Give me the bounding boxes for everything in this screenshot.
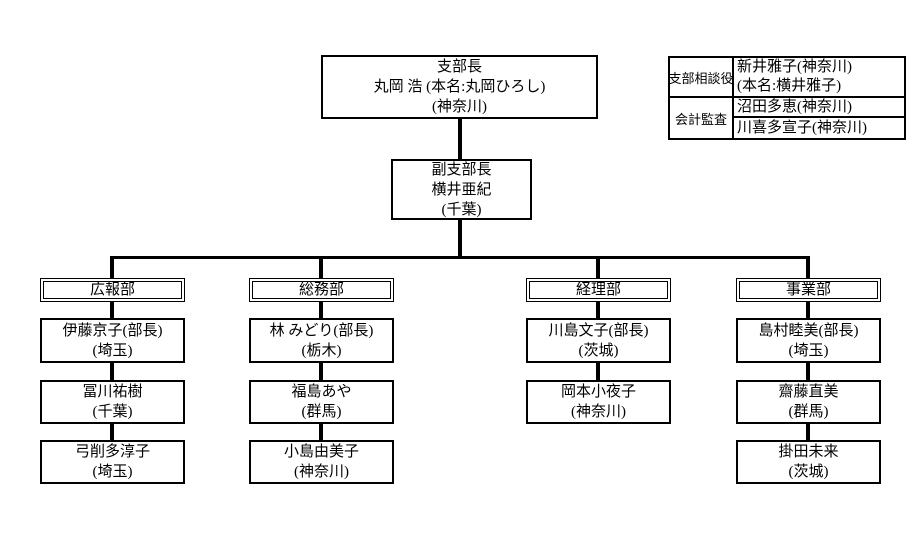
member-prefecture: (茨城) (788, 464, 829, 480)
chairman-name: 丸岡 浩 (本名:丸岡ひろし) (373, 79, 546, 95)
member-prefecture: (埼玉) (92, 464, 133, 480)
advisor-role-label: 支部相談役 (669, 58, 734, 98)
member-box: 冨川祐樹 (千葉) (40, 380, 185, 424)
advisor-name: 新井雅子(神奈川) (737, 59, 852, 75)
member-box: 林 みどり(部長) (栃木) (249, 318, 394, 363)
member-name: 林 みどり(部長) (269, 322, 374, 339)
vice-chairman-prefecture: (千葉) (441, 201, 482, 218)
member-box: 掛田未来 (茨城) (736, 440, 881, 484)
member-prefecture: (栃木) (301, 342, 342, 359)
dept-name-3: 経理部 (575, 281, 621, 298)
member-name: 島村睦美(部長) (758, 322, 859, 339)
connector-chairman-to-vice (458, 119, 462, 159)
member-prefecture: (茨城) (578, 342, 619, 359)
member-name: 冨川祐樹 (82, 384, 143, 400)
advisor-table: 支部相談役 新井雅子(神奈川) (本名:横井雅子) 会計監査 沼田多恵(神奈川)… (668, 56, 906, 140)
advisor-real-name: (本名:横井雅子) (737, 78, 842, 94)
auditor-name-2: 川喜多宣子(神奈川) (737, 119, 867, 136)
member-box: 弓削多淳子 (埼玉) (40, 440, 185, 484)
member-prefecture: (神奈川) (571, 404, 626, 420)
member-name: 齋藤直美 (778, 384, 839, 400)
vice-chairman-box: 副支部長 横井亜紀 (千葉) (391, 159, 532, 220)
member-box: 岡本小夜子 (神奈川) (526, 380, 671, 424)
member-prefecture: (千葉) (92, 404, 133, 420)
member-box: 福島あや (群馬) (249, 380, 394, 424)
dept-header-2: 総務部 (249, 278, 394, 302)
dept-name-2: 総務部 (298, 281, 344, 298)
dept-name-1: 広報部 (89, 281, 135, 298)
dept-header-1: 広報部 (40, 278, 185, 302)
member-box: 伊藤京子(部長) (埼玉) (40, 318, 185, 363)
dept-header-3: 経理部 (526, 278, 671, 302)
auditor-role-label: 会計監査 (670, 98, 734, 138)
member-box: 川島文子(部長) (茨城) (526, 318, 671, 363)
member-name: 弓削多淳子 (74, 444, 150, 460)
member-box: 小島由美子 (神奈川) (249, 440, 394, 484)
dept-name-4: 事業部 (785, 281, 831, 298)
member-name: 岡本小夜子 (560, 384, 636, 400)
vice-chairman-title: 副支部長 (431, 161, 492, 178)
member-box: 齋藤直美 (群馬) (736, 380, 881, 424)
member-name: 伊藤京子(部長) (62, 322, 163, 339)
member-prefecture: (群馬) (301, 404, 342, 420)
member-name: 福島あや (291, 384, 352, 400)
member-prefecture: (群馬) (788, 404, 829, 420)
member-name: 掛田未来 (778, 444, 839, 460)
dept-header-4: 事業部 (736, 278, 881, 302)
connector-trunk-horizontal (110, 256, 810, 259)
chairman-title: 支部長 (436, 59, 482, 75)
member-prefecture: (埼玉) (788, 342, 829, 359)
member-name: 川島文子(部長) (548, 322, 649, 339)
member-prefecture: (神奈川) (294, 464, 349, 480)
member-prefecture: (埼玉) (92, 342, 133, 359)
vice-chairman-name: 横井亜紀 (431, 181, 492, 198)
member-name: 小島由美子 (283, 444, 359, 460)
member-box: 島村睦美(部長) (埼玉) (736, 318, 881, 363)
chairman-prefecture: (神奈川) (432, 99, 487, 115)
chairman-box: 支部長 丸岡 浩 (本名:丸岡ひろし) (神奈川) (321, 55, 598, 119)
auditor-name-1: 沼田多恵(神奈川) (734, 98, 904, 118)
connector-vice-to-trunk (458, 220, 462, 259)
advisor-name-cell: 新井雅子(神奈川) (本名:横井雅子) (734, 58, 904, 98)
